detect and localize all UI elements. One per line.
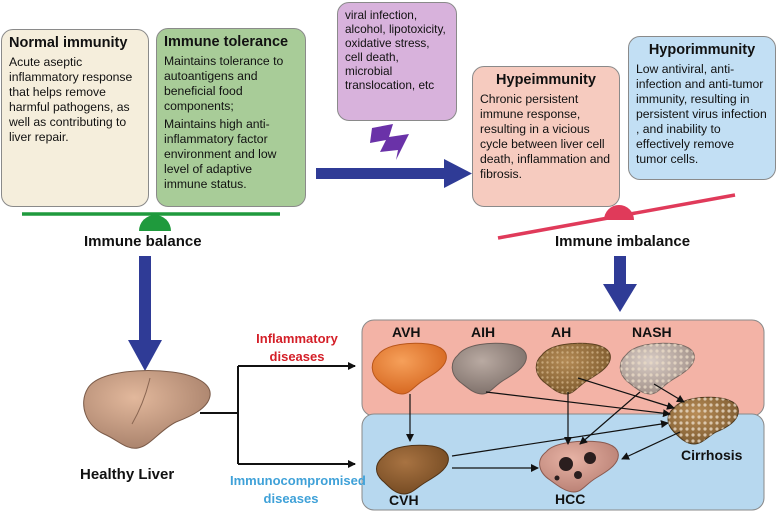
arrow-to-imbalance-shaft <box>316 168 446 179</box>
immune-tolerance-text-1: Maintains tolerance to autoantigens and … <box>164 54 284 113</box>
normal-immunity-title: Normal immunity <box>9 35 128 51</box>
aih-liver-icon <box>451 342 527 395</box>
immune-imbalance-label: Immune imbalance <box>555 233 691 250</box>
imbalance-fulcrum <box>604 205 634 220</box>
lightning-icon <box>370 124 409 160</box>
immunocompromised-diseases-label: Immunocompromised diseases <box>230 473 366 506</box>
normal-immunity-box: Normal immunity Acute aseptic inflammato… <box>1 29 149 207</box>
arrow-to-diseases-head <box>603 284 637 312</box>
cvh-liver-icon <box>376 444 449 495</box>
avh-liver-icon <box>371 342 447 395</box>
inflammatory-diseases-label: Inflammatory diseases <box>256 331 338 364</box>
branch-connector <box>200 362 356 468</box>
hypoimmunity-text: Low antiviral, anti-infection and anti-t… <box>636 62 767 166</box>
avh-label: AVH <box>392 324 421 340</box>
immune-balance-label: Immune balance <box>84 233 202 250</box>
hcc-label: HCC <box>555 491 586 507</box>
balance-fulcrum <box>139 215 171 231</box>
progression-arrows <box>406 377 685 472</box>
hyperimmunity-title: Hypeimmunity <box>496 72 596 88</box>
hcc-liver-icon <box>539 440 619 493</box>
nash-liver-icon <box>619 342 695 395</box>
immune-tolerance-text-2: Maintains high anti-inflammatory factor … <box>164 117 277 191</box>
blue-arrows <box>128 159 637 371</box>
cirrhosis-label: Cirrhosis <box>681 447 743 463</box>
immune-tolerance-title: Immune tolerance <box>164 34 289 50</box>
arrow-to-diseases-shaft <box>614 256 626 286</box>
ah-label: AH <box>551 324 572 340</box>
hypoimmunity-title: Hyporimmunity <box>648 42 756 58</box>
triggers-box: viral infection, alcohol, lipotoxicity, … <box>337 2 457 121</box>
healthy-liver-label: Healthy Liver <box>80 466 175 483</box>
ah-liver-icon <box>535 342 611 395</box>
arrow-to-healthy-head <box>128 340 162 371</box>
cirrhosis-liver-icon <box>667 396 739 445</box>
aih-label: AIH <box>471 324 496 340</box>
normal-immunity-text: Acute aseptic inflammatory response that… <box>9 55 133 144</box>
cvh-label: CVH <box>389 492 419 508</box>
nash-label: NASH <box>632 324 672 340</box>
healthy-liver-icon <box>83 370 211 449</box>
hyperimmunity-text: Chronic persistent immune response, resu… <box>480 92 611 181</box>
immune-tolerance-box: Immune tolerance Maintains tolerance to … <box>156 28 306 207</box>
arrow-to-healthy-shaft <box>139 256 151 342</box>
arrow-to-imbalance-head <box>444 159 472 188</box>
triggers-text: viral infection, alcohol, lipotoxicity, … <box>345 8 446 92</box>
hyperimmunity-box: Hypeimmunity Chronic persistent immune r… <box>472 66 620 207</box>
hypoimmunity-box: Hyporimmunity Low antiviral, anti-infect… <box>628 36 776 180</box>
